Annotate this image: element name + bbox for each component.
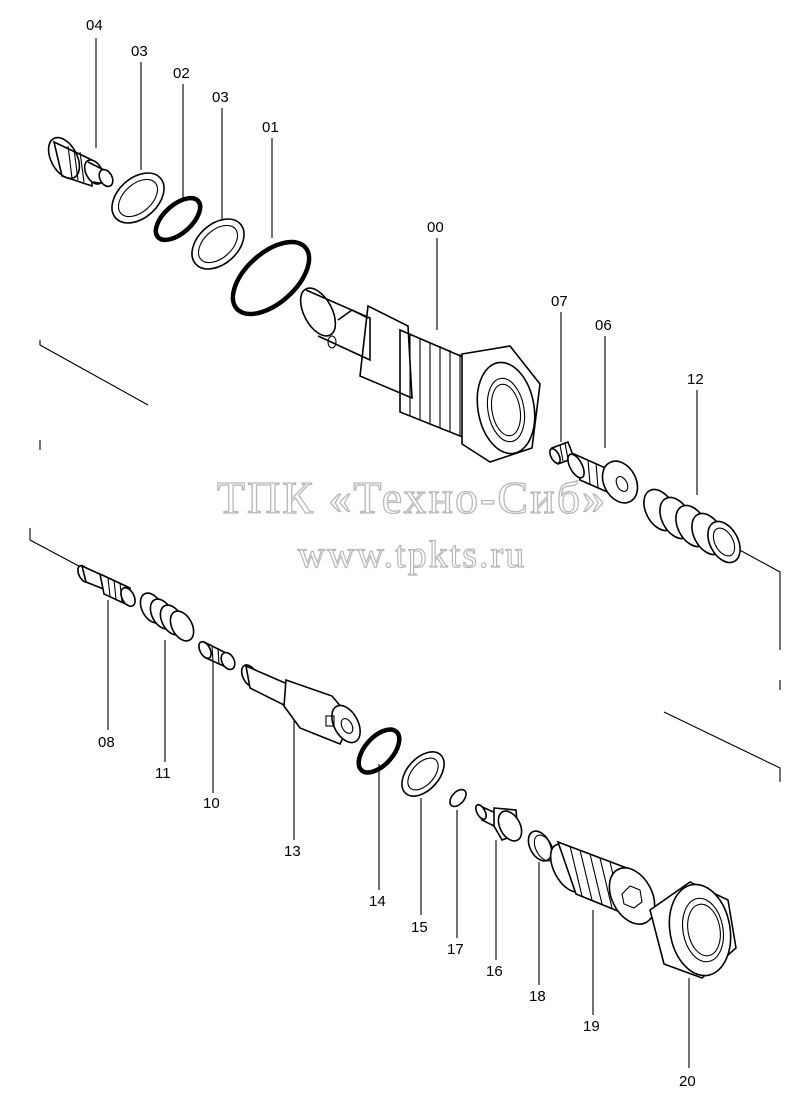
part-11-spring — [139, 592, 195, 642]
part-06-seat — [567, 452, 639, 504]
label-07: 07 — [551, 293, 568, 310]
label-02: 02 — [173, 65, 190, 82]
label-00: 00 — [427, 219, 444, 236]
watermark-url: www.tpkts.ru — [298, 534, 526, 576]
part-labels: 04 03 02 03 01 00 07 06 12 08 11 10 13 1… — [86, 17, 704, 1090]
leader-lines — [29, 38, 781, 1068]
part-00-valve-body — [299, 287, 541, 463]
watermark-company: ТПК «Техно-Сиб» — [217, 472, 607, 523]
part-20-lock-nut — [649, 881, 737, 979]
label-12: 12 — [687, 371, 704, 388]
label-18: 18 — [529, 988, 546, 1005]
part-13-piston — [240, 664, 361, 746]
part-16-adjust-screw — [475, 803, 523, 842]
part-17-small-o-ring — [449, 788, 467, 808]
part-10-sleeve — [198, 640, 236, 671]
label-20: 20 — [679, 1073, 696, 1090]
watermark: ТПК «Техно-Сиб» www.tpkts.ru — [216, 471, 607, 576]
label-19: 19 — [583, 1018, 600, 1035]
label-06: 06 — [595, 317, 612, 334]
part-02-o-ring — [153, 195, 203, 243]
part-08-pilot-poppet — [77, 564, 136, 608]
label-03-b: 03 — [212, 89, 229, 106]
label-10: 10 — [203, 795, 220, 812]
part-01-o-ring — [230, 239, 312, 317]
label-13: 13 — [284, 843, 301, 860]
part-15-washer — [401, 751, 445, 797]
label-16: 16 — [486, 963, 503, 980]
part-19-threaded-plug — [549, 840, 656, 925]
label-03-a: 03 — [131, 43, 148, 60]
part-12-spring — [643, 488, 741, 564]
label-15: 15 — [411, 919, 428, 936]
label-17: 17 — [447, 941, 464, 958]
label-04: 04 — [86, 17, 103, 34]
label-14: 14 — [369, 893, 386, 910]
part-04-plug — [47, 136, 114, 188]
label-08: 08 — [98, 734, 115, 751]
part-14-o-ring — [356, 727, 402, 775]
part-03-washer-a — [111, 172, 165, 224]
label-11: 11 — [155, 765, 171, 782]
label-01: 01 — [262, 119, 279, 136]
part-03-washer-b — [191, 218, 245, 270]
